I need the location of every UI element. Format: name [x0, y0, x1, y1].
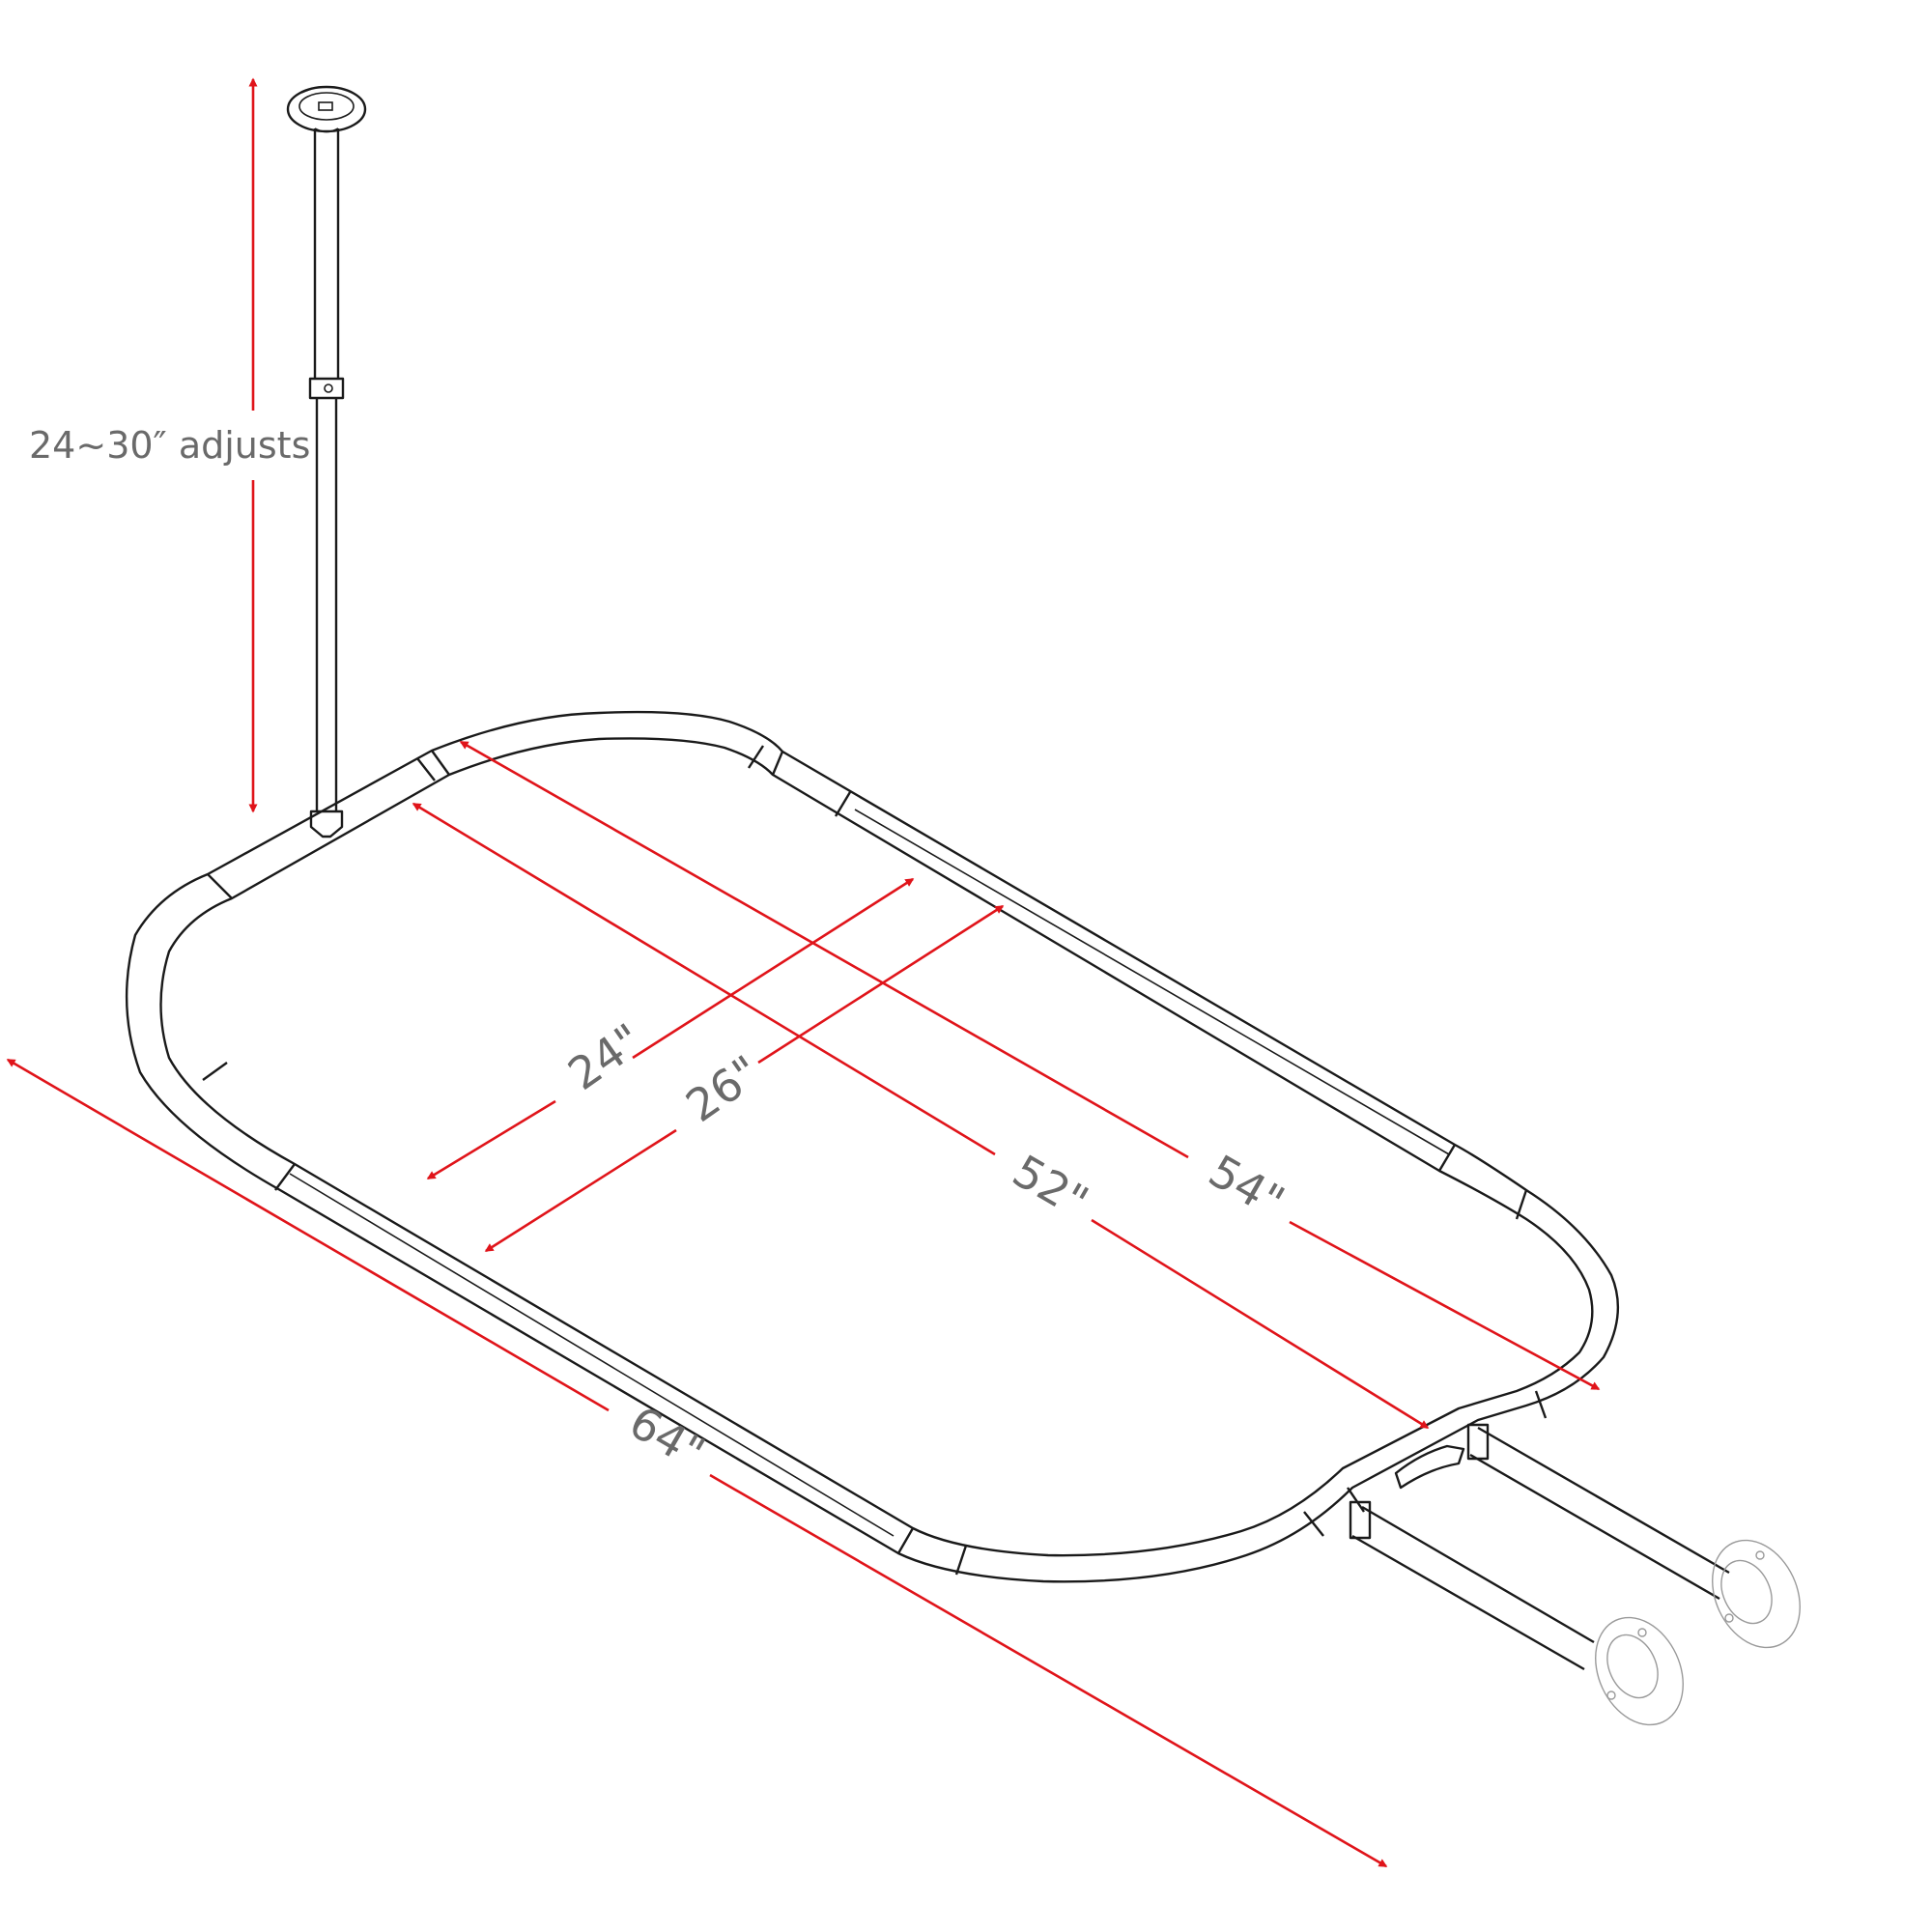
- overall-length-label: 64": [621, 1396, 714, 1480]
- outer-width-arrow-a: [484, 1128, 677, 1253]
- dimension-arrows: [6, 77, 1601, 1868]
- post-height-label: 24~30″ adjusts: [29, 424, 310, 467]
- ring-outer-edge: [125, 710, 1620, 1583]
- overall-length-arrow-a: [6, 1058, 610, 1412]
- adjust-collar: [308, 377, 345, 400]
- wall-supports: [1349, 1423, 1801, 1726]
- center-bracket: [1394, 1444, 1465, 1490]
- inner-width-label: 24": [558, 1013, 651, 1100]
- ceiling-post: [286, 85, 367, 838]
- outer-width-label: 26": [676, 1045, 769, 1132]
- outer-length-arrow-b: [1289, 1220, 1601, 1391]
- wall-flange-lower: [1595, 1616, 1684, 1726]
- inner-length-label: 52": [1005, 1145, 1097, 1229]
- outer-width-arrow-b: [757, 904, 1005, 1065]
- wall-flange-upper: [1712, 1539, 1801, 1649]
- overall-length-arrow-b: [709, 1473, 1388, 1868]
- outer-length-arrow-a: [459, 740, 1189, 1159]
- inner-length-arrow-a: [412, 802, 996, 1156]
- inner-width-arrow-b: [632, 877, 915, 1060]
- ring-inner-edge: [159, 737, 1594, 1557]
- oval-ring-frame: [125, 710, 1620, 1583]
- inner-length-arrow-b: [1091, 1218, 1430, 1430]
- outer-length-label: 54": [1201, 1145, 1293, 1229]
- inner-width-arrow-a: [426, 1099, 556, 1180]
